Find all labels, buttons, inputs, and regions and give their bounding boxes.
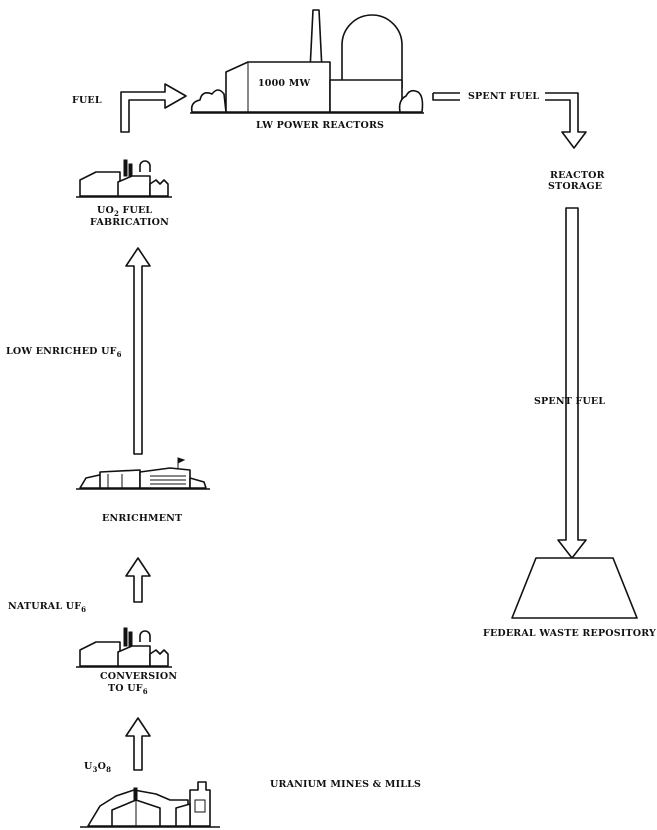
natural-uf6-arrow bbox=[126, 558, 150, 602]
conversion-label-1: CONVERSION bbox=[100, 671, 177, 682]
enrichment-plant-illustration bbox=[76, 458, 210, 489]
spent-fuel-label-mid: SPENT FUEL bbox=[534, 396, 605, 407]
fuel-label: FUEL bbox=[72, 95, 102, 106]
reactor-illustration bbox=[190, 10, 424, 113]
natural-uf6-label: NATURAL UF6 bbox=[8, 601, 86, 614]
spent-fuel-arrow-long bbox=[558, 208, 586, 558]
lw-power-reactors-label: LW POWER REACTORS bbox=[256, 120, 384, 131]
reactor-capacity-label: 1000 MW bbox=[258, 78, 310, 89]
mines-mills-illustration bbox=[80, 782, 220, 827]
federal-waste-repository-label: FEDERAL WASTE REPOSITORY bbox=[483, 628, 656, 639]
low-enriched-arrow bbox=[126, 248, 150, 454]
fuel-arrow bbox=[121, 84, 186, 132]
fabrication-plant-illustration bbox=[76, 160, 172, 197]
conversion-label-2: TO UF6 bbox=[108, 683, 148, 696]
reactor-storage-label-1: REACTOR bbox=[550, 170, 605, 181]
reactor-storage-label-2: STORAGE bbox=[548, 181, 602, 192]
conversion-plant-illustration bbox=[76, 628, 172, 667]
spent-fuel-label-top: SPENT FUEL bbox=[468, 91, 539, 102]
waste-repository-shape bbox=[512, 558, 637, 618]
fabrication-label-2: FABRICATION bbox=[90, 217, 169, 228]
enrichment-label: ENRICHMENT bbox=[102, 513, 182, 524]
low-enriched-label: LOW ENRICHED UF6 bbox=[6, 346, 122, 359]
mines-label: URANIUM MINES & MILLS bbox=[270, 779, 421, 790]
u3o8-label: U3O8 bbox=[84, 761, 111, 774]
u3o8-arrow bbox=[126, 718, 150, 770]
